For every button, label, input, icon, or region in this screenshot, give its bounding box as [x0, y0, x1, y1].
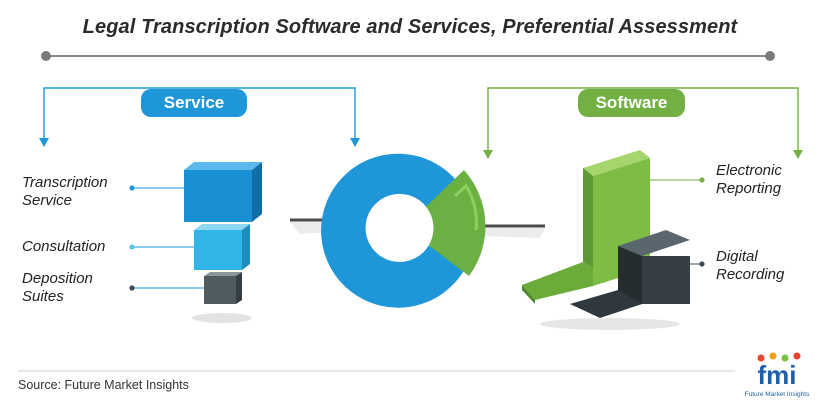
cube-deposition-suites: [204, 272, 242, 304]
divider-dot-right: [765, 51, 775, 61]
label-line: Digital: [716, 248, 758, 265]
page-title: Legal Transcription Software and Service…: [82, 16, 738, 38]
label-line: Transcription: [22, 174, 108, 191]
svg-text:Future Market Insights: Future Market Insights: [745, 391, 810, 398]
cube-consultation: [194, 224, 250, 270]
software-connectors: [650, 179, 702, 265]
software-bracket: [487, 87, 799, 152]
connector-dot-transcription: [129, 185, 135, 191]
divider-dot-left: [41, 51, 51, 61]
service-bracket: [43, 87, 356, 140]
service-connectors: [132, 187, 204, 289]
label-deposition-suites: Deposition Suites: [22, 270, 93, 306]
connector-dot-electronic: [699, 177, 705, 183]
svg-text:fmi: fmi: [758, 360, 797, 390]
label-line: Consultation: [22, 238, 106, 255]
title-divider: [45, 55, 770, 57]
software-arrow-right: [793, 150, 803, 159]
fmi-logo: fmi Future Market Insights: [741, 350, 813, 400]
label-line: Recording: [716, 266, 785, 283]
label-electronic-reporting: Electronic Reporting: [716, 162, 782, 198]
ring-service-segment: [321, 153, 465, 308]
connector-dot-deposition: [129, 285, 135, 291]
connector-dot-consultation: [129, 244, 135, 250]
cube-shadow: [192, 313, 252, 323]
fmi-logo-mark: fmi Future Market Insights: [745, 352, 810, 398]
software-heading: Software: [578, 89, 685, 117]
ring-bar-right-shadow: [475, 228, 545, 238]
service-heading: Service: [141, 89, 247, 117]
source-note: Source: Future Market Insights: [18, 378, 189, 392]
label-line: Service: [22, 192, 73, 209]
label-digital-recording: Digital Recording: [716, 248, 784, 284]
service-arrow-right: [350, 138, 360, 147]
label-line: Suites: [22, 288, 64, 305]
label-line: Deposition: [22, 270, 93, 287]
software-arrow-left: [483, 150, 493, 159]
label-line: Reporting: [716, 180, 782, 197]
ring-software-highlight: [453, 183, 478, 231]
label-line: Electronic: [716, 162, 782, 179]
cube-transcription-service: [184, 162, 262, 222]
connector-dot-digital: [699, 261, 705, 267]
service-arrow-left: [39, 138, 49, 147]
bar-shadow: [540, 318, 680, 330]
bar-digital-recording: [570, 230, 690, 318]
label-transcription-service: Transcription Service: [22, 174, 108, 210]
label-consultation: Consultation: [22, 238, 105, 256]
ring-bar-left-shadow: [290, 222, 330, 234]
